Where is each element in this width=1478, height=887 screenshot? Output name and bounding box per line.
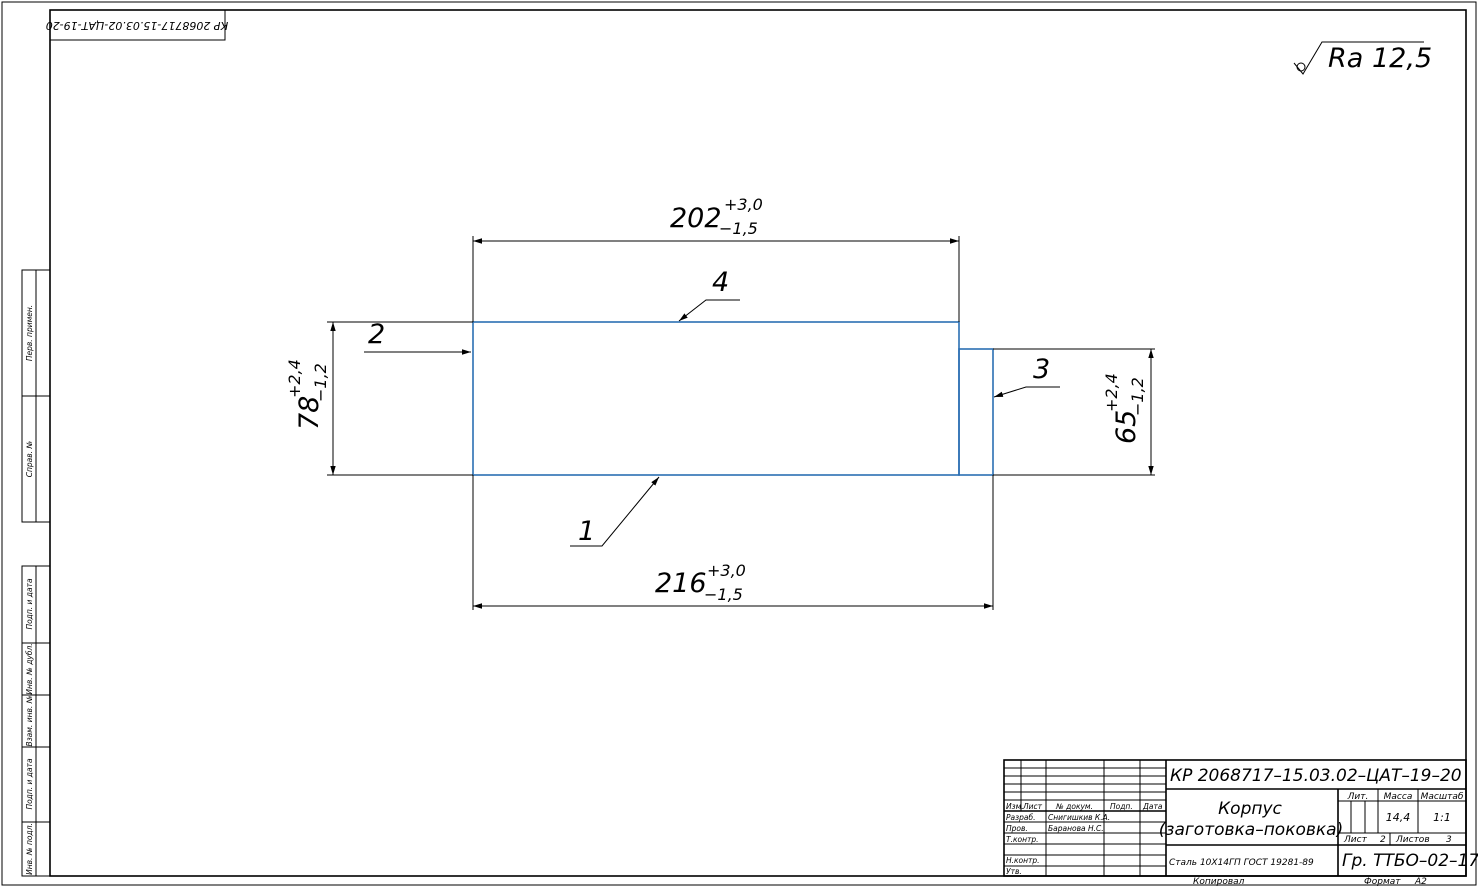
- dim-left-nominal: 78: [294, 396, 325, 430]
- side-label-inv-podl: Инв. № подл.: [25, 823, 34, 875]
- dim-bottom-lower: −1,5: [704, 585, 743, 604]
- side-strip: Перв. примен. Справ. № Подп. и дата Инв.…: [21, 269, 51, 877]
- callout-4-label: 4: [712, 267, 729, 298]
- role-razrab: Разраб.: [1006, 813, 1035, 822]
- roughness-mark: Ra 12,5: [1293, 41, 1432, 75]
- name-razrab: Снигишкив К.А.: [1048, 813, 1110, 822]
- title-scale-header: Масштаб: [1421, 792, 1464, 802]
- title-material: Сталь 10Х14ГП ГОСТ 19281-89: [1169, 858, 1314, 868]
- callout-4: 4: [678, 267, 740, 322]
- title-group: Гр. ТТБО–02–17: [1342, 851, 1478, 871]
- roughness-circle-icon: [1296, 62, 1306, 72]
- title-mass-header: Масса: [1384, 792, 1413, 802]
- role-prov: Пров.: [1006, 824, 1028, 833]
- side-label-sprav-no: Справ. №: [25, 441, 34, 478]
- name-prov: Баранова Н.С.: [1048, 824, 1104, 833]
- title-part-name: Корпус: [1218, 799, 1282, 819]
- roughness-value: 12,5: [1372, 43, 1432, 74]
- copied-caption: Копировал: [1193, 877, 1245, 887]
- role-nkontr: Н.контр.: [1006, 856, 1040, 865]
- side-label-perv-primen: Перв. примен.: [25, 305, 34, 361]
- inner-frame: [49, 9, 1467, 877]
- dim-bottom-nominal: 216: [655, 568, 707, 599]
- format-caption: Формат: [1364, 877, 1401, 887]
- title-mass-value: 14,4: [1386, 811, 1411, 824]
- dim-right-lower: −1,2: [1128, 377, 1147, 416]
- col-izm: Изм.: [1006, 802, 1024, 811]
- title-sheets-label: Листов: [1395, 835, 1430, 845]
- title-block: КР 2068717–15.03.02–ЦАТ–19–20 Корпус (за…: [1003, 759, 1478, 877]
- col-doc: № докум.: [1055, 802, 1093, 811]
- dim-right-upper: +2,4: [1102, 373, 1121, 412]
- title-sheet-label: Лист: [1343, 835, 1368, 845]
- title-lit-header: Лит.: [1347, 792, 1369, 802]
- dim-left: 78 +2,4 −1,2: [285, 359, 330, 430]
- role-utv: Утв.: [1006, 867, 1022, 876]
- roughness-symbol: Ra: [1328, 43, 1363, 74]
- title-part-name-sub: (заготовка–поковка): [1159, 820, 1343, 840]
- corner-stamp-text: КР 2068717-15.03.02-ЦАТ-19-20: [46, 19, 229, 32]
- dim-top: 202 +3,0 −1,5: [670, 195, 763, 238]
- dim-right-nominal: 65: [1111, 410, 1142, 444]
- callout-1-label: 1: [578, 516, 595, 547]
- dim-top-nominal: 202: [670, 203, 722, 234]
- side-label-vzam-inv: Взам. инв. №: [25, 695, 34, 746]
- side-label-podp-data-2: Подп. и дата: [25, 758, 34, 809]
- format-value: A2: [1414, 877, 1427, 887]
- col-data: Дата: [1142, 802, 1163, 811]
- title-sheet-value: 2: [1380, 835, 1386, 845]
- callout-1: 1: [570, 476, 660, 547]
- dim-left-upper: +2,4: [285, 359, 304, 398]
- callout-2: 2: [364, 319, 471, 355]
- part-main-body: [472, 321, 960, 476]
- title-scale-value: 1:1: [1433, 811, 1451, 824]
- callout-3: 3: [993, 354, 1060, 398]
- callout-3-label: 3: [1033, 354, 1050, 385]
- col-list: Лист: [1022, 802, 1043, 811]
- part-shoulder: [958, 348, 994, 476]
- dim-top-upper: +3,0: [724, 195, 763, 214]
- dim-left-lower: −1,2: [311, 363, 330, 402]
- corner-stamp: КР 2068717-15.03.02-ЦАТ-19-20: [46, 9, 229, 41]
- dim-bottom-upper: +3,0: [707, 561, 746, 580]
- extension-lines: [327, 236, 1155, 610]
- callout-2-label: 2: [368, 319, 385, 350]
- dim-right: 65 +2,4 −1,2: [1102, 373, 1147, 444]
- col-podp: Подп.: [1110, 802, 1133, 811]
- dim-bottom: 216 +3,0 −1,5: [655, 561, 746, 604]
- role-tkontr: Т.контр.: [1006, 835, 1039, 844]
- side-label-podp-data-1: Подп. и дата: [25, 578, 34, 629]
- title-designation: КР 2068717–15.03.02–ЦАТ–19–20: [1170, 766, 1462, 786]
- side-label-inv-dubl: Инв. № дубл.: [25, 643, 34, 694]
- dim-top-lower: −1,5: [719, 219, 758, 238]
- title-sheets-value: 3: [1446, 835, 1452, 845]
